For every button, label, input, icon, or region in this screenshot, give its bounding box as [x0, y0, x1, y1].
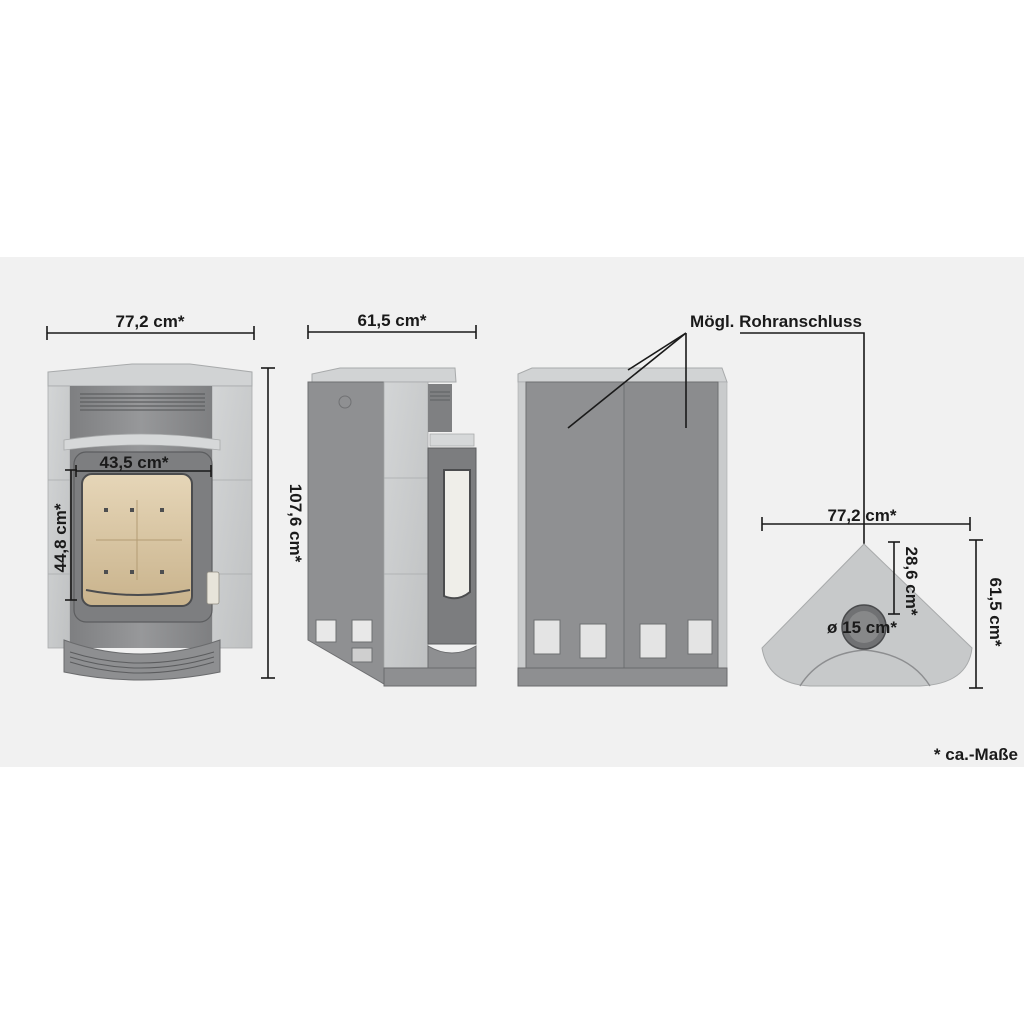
front-view: [47, 363, 253, 681]
front-stone-shelf: [63, 433, 221, 451]
rear-left-stone: [517, 381, 527, 669]
plan-width-label: 77,2 cm*: [828, 506, 897, 525]
side-depth-dimension: 61,5 cm*: [307, 311, 477, 339]
front-door-handle: [206, 571, 220, 605]
side-leg-openings: [315, 619, 373, 663]
connection-pointer-lines: [567, 332, 865, 556]
front-height-label: 107,6 cm*: [286, 484, 305, 563]
plan-width-dimension: 77,2 cm*: [761, 506, 971, 531]
side-view: [307, 367, 477, 687]
rear-leg-openings: [533, 619, 713, 659]
pipe-diameter-label: ø 15 cm*: [827, 618, 897, 637]
plan-view: [761, 543, 973, 687]
rear-view: Mögl. Rohranschluss: [517, 312, 865, 687]
front-vent-grille: [80, 393, 205, 411]
front-width-dimension: 77,2 cm*: [46, 312, 255, 340]
side-stone-column: [383, 381, 429, 669]
front-height-dimension: 107,6 cm*: [261, 367, 305, 679]
window-height-label: 44,8 cm*: [51, 503, 70, 572]
front-right-stone: [211, 385, 253, 649]
pipe-offset-label: 28,6 cm*: [902, 547, 921, 616]
plan-depth-label: 61,5 cm*: [986, 578, 1005, 647]
footnote: * ca.-Maße: [934, 745, 1018, 764]
connection-label: Mögl. Rohranschluss: [690, 312, 862, 331]
front-top-plate: [47, 363, 253, 387]
window-width-label: 43,5 cm*: [100, 453, 169, 472]
side-window: [443, 469, 471, 600]
plan-depth-dimension: 61,5 cm*: [969, 539, 1005, 689]
window-height-dimension: 44,8 cm*: [51, 469, 77, 601]
pipe-offset-dimension: 28,6 cm*: [888, 541, 921, 616]
side-top-plate: [311, 367, 457, 383]
front-width-label: 77,2 cm*: [116, 312, 185, 331]
side-depth-label: 61,5 cm*: [358, 311, 427, 330]
rear-right-stone: [717, 381, 728, 669]
window-width-dimension: 43,5 cm*: [75, 453, 212, 477]
firebox-rivets: [104, 508, 164, 574]
front-bottom-grille: [69, 651, 215, 674]
rear-top-plate: [517, 367, 728, 383]
firebox-bricks: [96, 500, 182, 580]
